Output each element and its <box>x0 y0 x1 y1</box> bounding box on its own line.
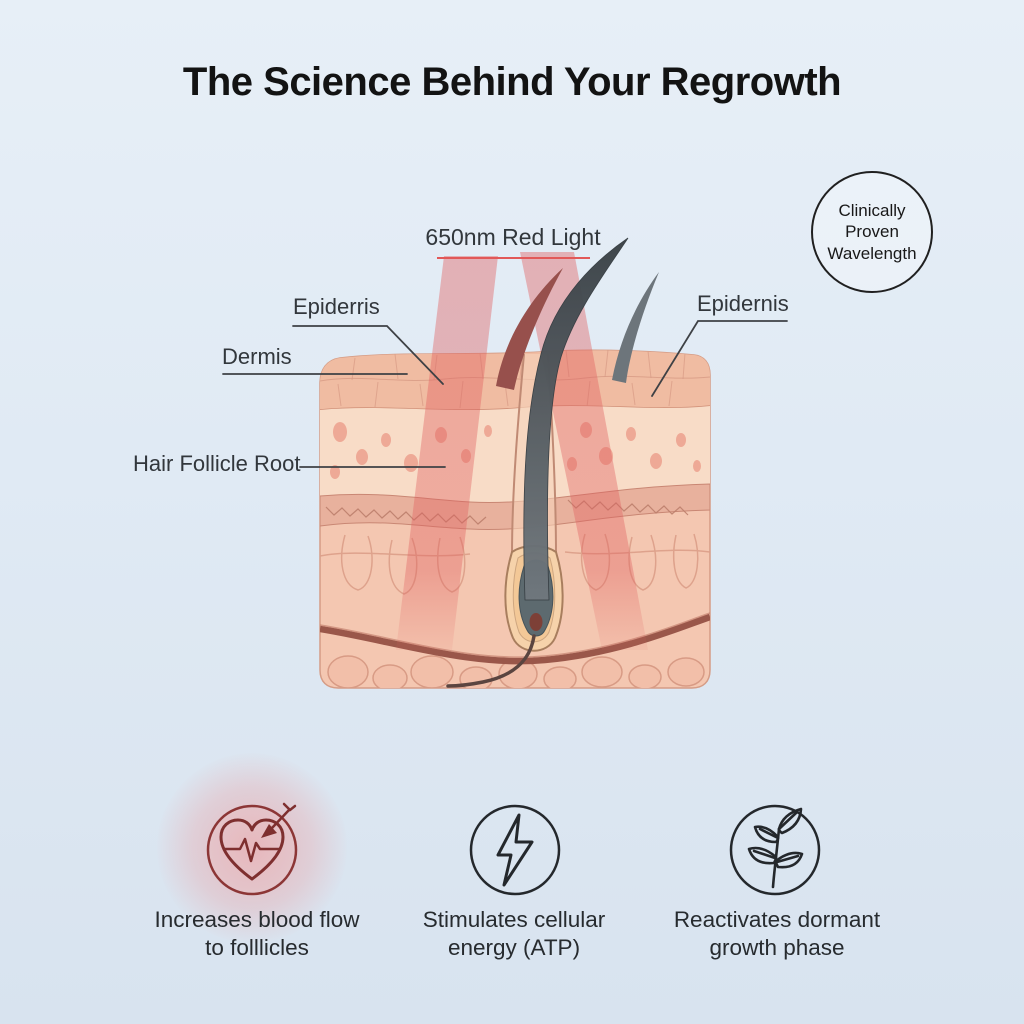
benefit-line: Increases blood flow <box>154 907 360 932</box>
heart-icon-glow <box>157 753 347 943</box>
hair-strands <box>496 237 659 601</box>
benefit-line: energy (ATP) <box>447 935 581 960</box>
badge-line-3: Wavelength <box>827 243 917 263</box>
leader-epidermis-right <box>651 320 788 397</box>
badge-line-2: Proven <box>845 222 899 242</box>
hair-strand-red <box>496 268 563 390</box>
red-light-label: 650nm Red Light <box>425 224 601 250</box>
hair-root <box>446 634 536 688</box>
benefit-label-growth-phase: Reactivates dormant growth phase <box>617 906 937 962</box>
heart-pulse-icon <box>206 802 298 896</box>
benefit-line: to folllicles <box>205 935 309 960</box>
subcutaneous-lobes <box>327 655 705 688</box>
blood-vessel <box>320 612 710 665</box>
leader-lines <box>222 320 788 468</box>
label-dermis: Dermis <box>222 344 292 369</box>
benefit-line: Reactivates dormant <box>673 907 881 932</box>
dermal-papilla <box>529 613 543 631</box>
benefit-line: growth phase <box>709 935 845 960</box>
skin-block <box>319 349 711 689</box>
hair-shaft <box>523 237 629 601</box>
benefit-label-blood-flow: Increases blood flow to folllicles <box>97 906 417 962</box>
page-title: The Science Behind Your Regrowth <box>182 60 842 104</box>
label-epidermis-right: Epidernis <box>697 291 789 316</box>
lightning-bolt-icon <box>469 804 561 896</box>
leader-epidermis-left <box>292 325 444 385</box>
benefit-line: Stimulates cellular <box>422 907 606 932</box>
benefit-label-cellular-energy: Stimulates cellular energy (ATP) <box>354 906 674 962</box>
label-hair-follicle-root: Hair Follicle Root <box>133 451 301 476</box>
hair-strand-right <box>612 272 659 383</box>
clinically-proven-badge: Clinically Proven Wavelength <box>811 171 933 293</box>
badge-line-1: Clinically <box>838 200 906 220</box>
plant-sprout-icon <box>729 804 821 896</box>
label-epidermis-left: Epiderris <box>293 294 380 319</box>
red-light-beam-left <box>396 256 498 650</box>
